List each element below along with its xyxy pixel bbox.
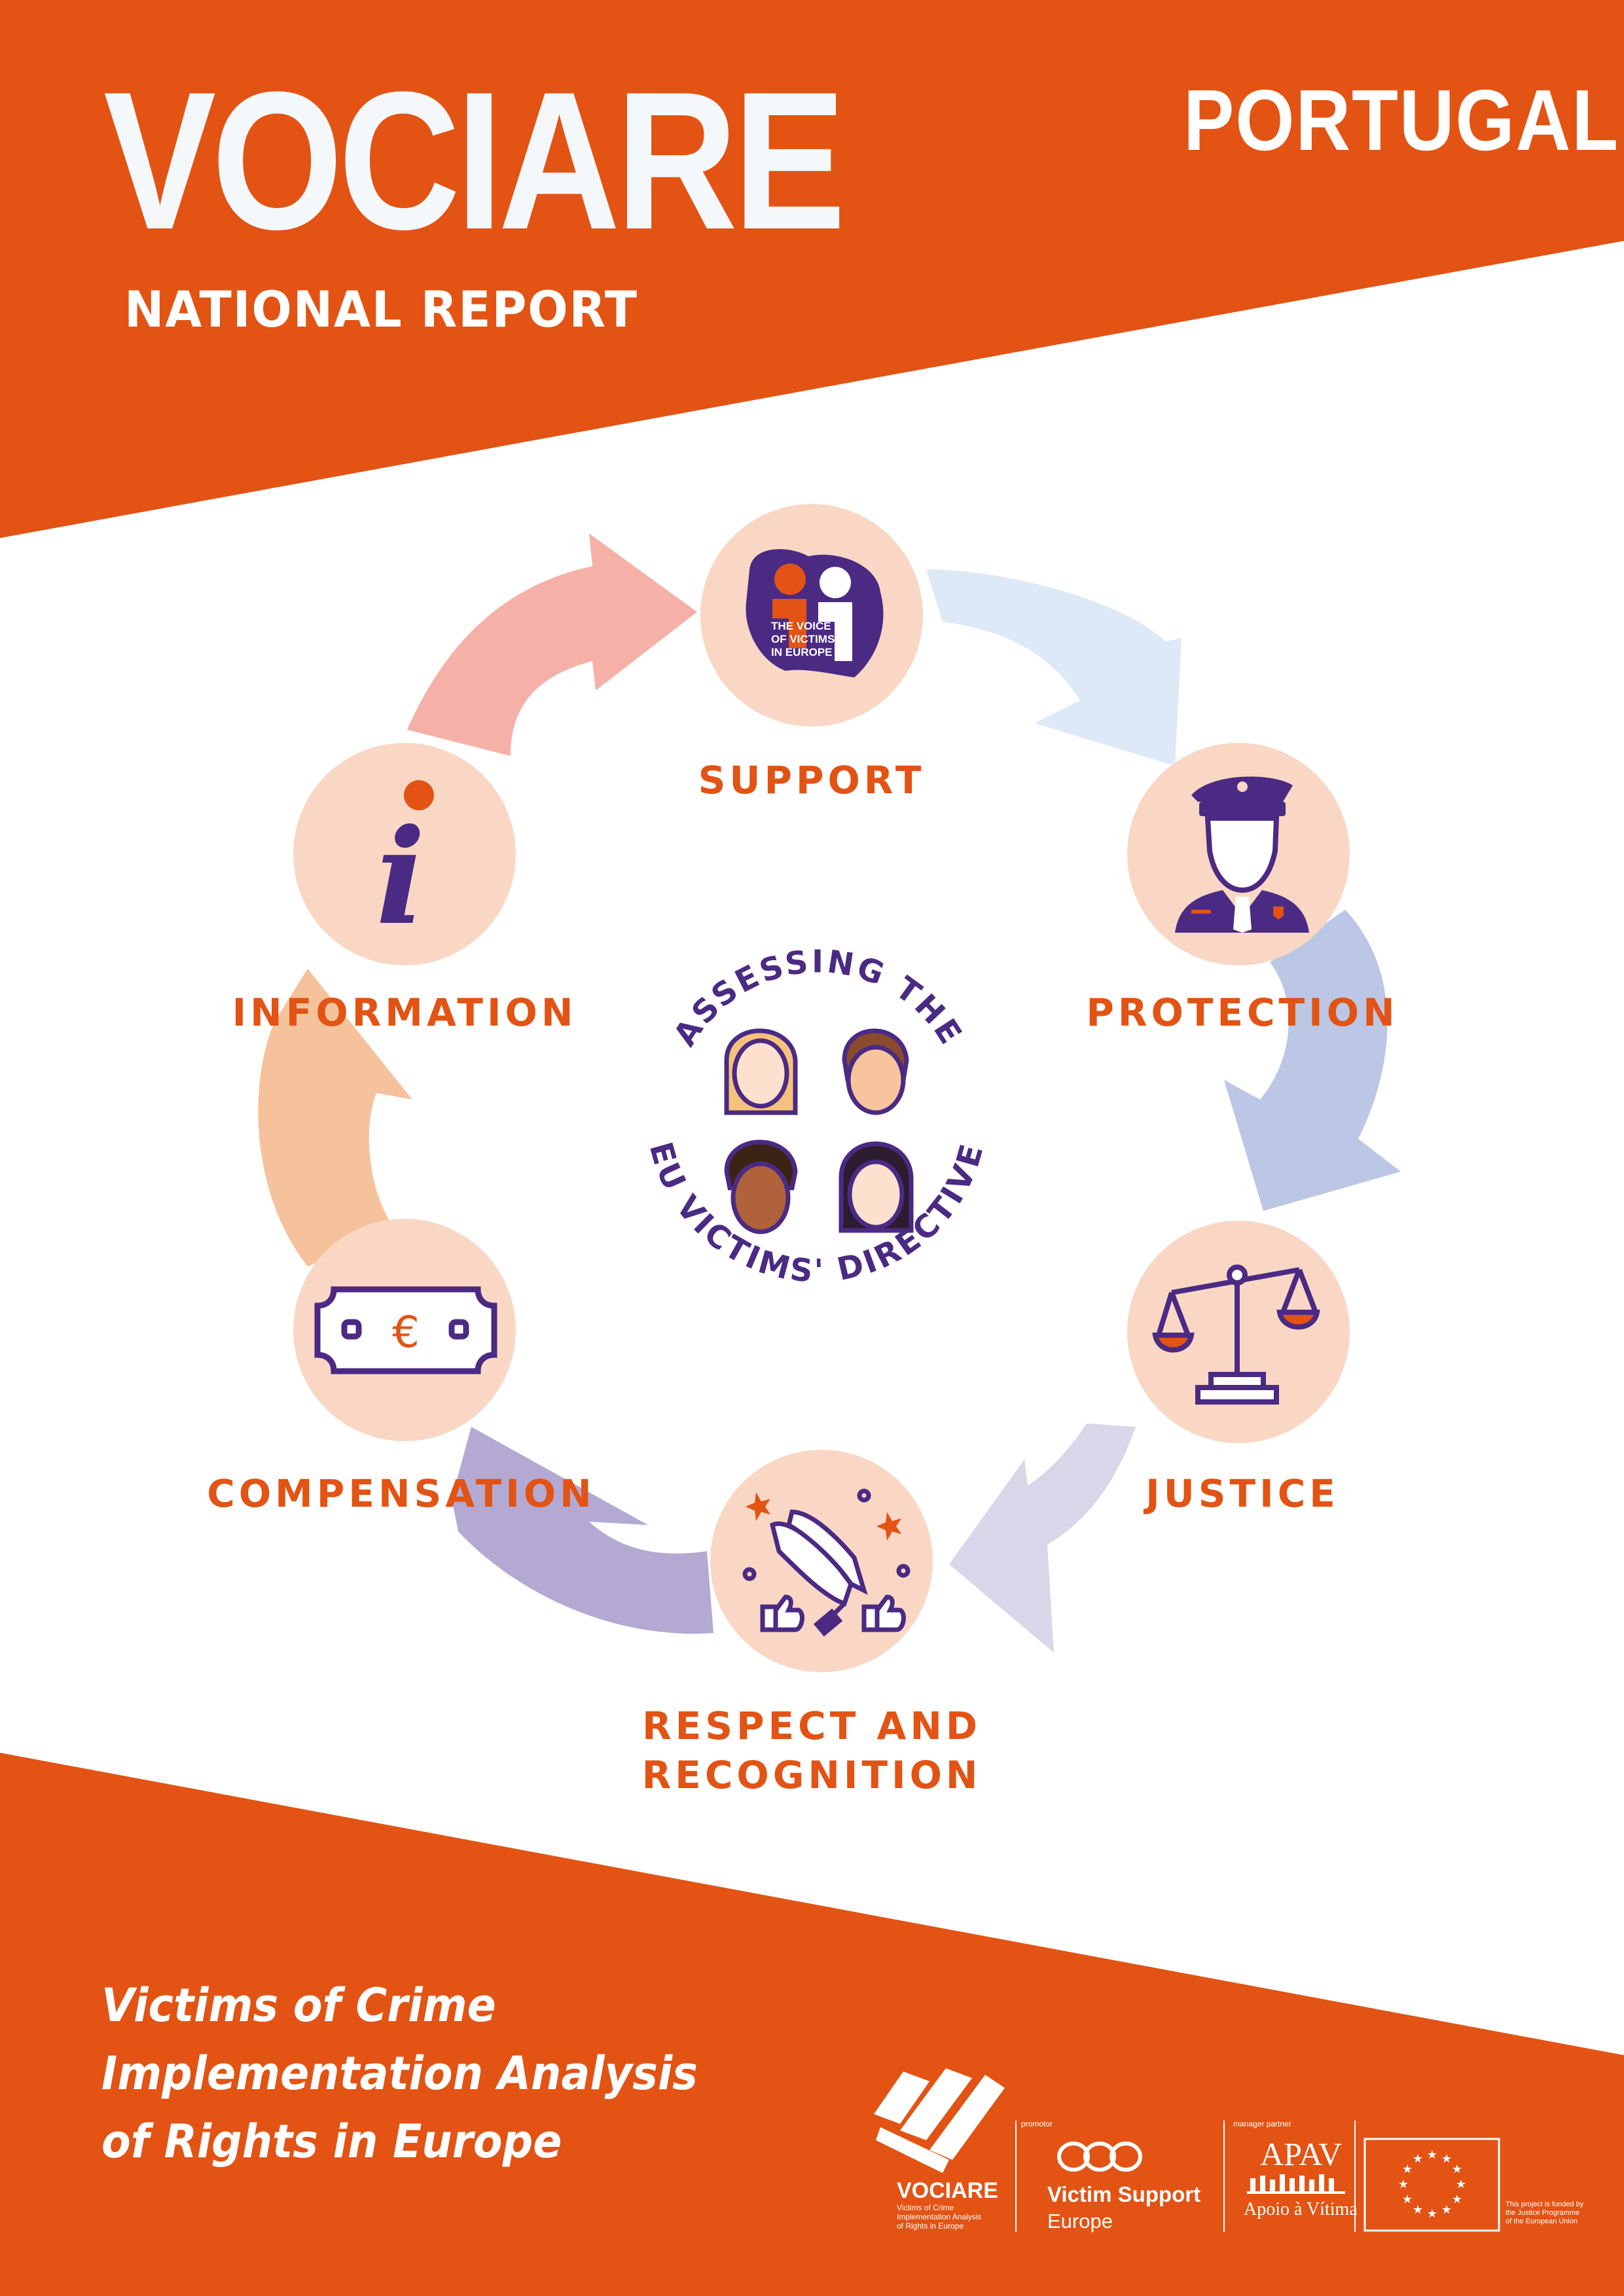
label-justice: JUSTICE (1146, 1471, 1339, 1516)
svg-text:★: ★ (1413, 2152, 1423, 2166)
arrow-respect-to-compensation (452, 1427, 713, 1634)
eu-funding-note: This project is funded by the Justice Pr… (1506, 2200, 1583, 2226)
logo-text-line3: IN EUROPE (771, 646, 833, 658)
svg-text:★: ★ (1441, 2203, 1452, 2217)
vociare-sub-2: Implementation Analysis (897, 2212, 982, 2221)
label-respect-line2: RECOGNITION (641, 1753, 982, 1798)
eu-note-3: of the European Union (1506, 2217, 1578, 2225)
arrow-protection-to-justice (1224, 910, 1401, 1211)
promotor-label: promotor (1021, 2119, 1053, 2128)
information-icon: i (376, 780, 434, 954)
label-information: INFORMATION (232, 990, 577, 1035)
apav-logo-sub: Apoio à Vítima (1244, 2199, 1358, 2219)
svg-text:★: ★ (1427, 2148, 1437, 2162)
vse-logo-line2: Europe (1047, 2210, 1113, 2233)
svg-text:★: ★ (1441, 2152, 1452, 2166)
vse-logo-mark (1057, 2142, 1142, 2172)
report-title: VOCIARE (103, 50, 846, 270)
tagline: Victims of Crime Implementation Analysis… (101, 1971, 698, 2176)
voice-of-victims-logo-icon: THE VOICE OF VICTIMS IN EUROPE (746, 548, 884, 677)
svg-text:★: ★ (1452, 2193, 1462, 2206)
center-badge: ASSESSING THE EU VICTIMS' DIRECTIVE (642, 943, 992, 1290)
label-compensation: COMPENSATION (207, 1471, 596, 1516)
police-officer-icon (1175, 776, 1309, 933)
svg-text:★: ★ (1427, 2207, 1437, 2221)
euro-banknote-icon: € (314, 1286, 497, 1374)
arrow-compensation-to-information (258, 969, 412, 1266)
clapping-hands-icon (742, 1488, 911, 1637)
vociare-logo-sub: Victims of Crime Implementation Analysis… (897, 2203, 981, 2231)
logo-text-line1: THE VOICE (771, 620, 831, 632)
badge-top-text: ASSESSING THE (666, 943, 970, 1052)
logo-text-line2: OF VICTIMS (771, 633, 835, 645)
apav-figures-mark (1247, 2174, 1345, 2194)
svg-text:★: ★ (1402, 2162, 1413, 2176)
eu-note-1: This project is funded by (1506, 2200, 1584, 2208)
vociare-sub-3: of Rights in Europe (897, 2221, 964, 2231)
faces-icon (724, 1028, 914, 1234)
svg-text:€: € (392, 1307, 420, 1357)
country-name: PORTUGAL (1183, 72, 1619, 168)
label-support: SUPPORT (698, 758, 926, 802)
label-protection: PROTECTION (1086, 990, 1399, 1035)
eu-flag-icon: ★★★ ★★★ ★★★ ★★★ (1363, 2138, 1500, 2232)
vociare-logo-name: VOCIARE (897, 2178, 998, 2203)
scales-icon (1152, 1265, 1320, 1405)
svg-text:★: ★ (1398, 2178, 1409, 2191)
report-type: NATIONAL REPORT (124, 280, 638, 338)
tagline-line1: Victims of Crime (101, 1979, 496, 2032)
top-orange-band (0, 0, 1624, 538)
badge-bottom-text: EU VICTIMS' DIRECTIVE (642, 1138, 992, 1290)
svg-text:★: ★ (1402, 2193, 1413, 2206)
svg-text:★: ★ (1413, 2203, 1423, 2217)
svg-text:★: ★ (1456, 2178, 1466, 2191)
apav-logo-name: APAV (1260, 2136, 1343, 2172)
arrow-support-to-protection (926, 569, 1182, 766)
vociare-sub-1: Victims of Crime (897, 2203, 954, 2212)
eu-note-2: the Justice Programme (1506, 2209, 1580, 2217)
arrow-justice-to-respect (949, 1424, 1136, 1653)
manager-label: manager partner (1233, 2119, 1291, 2128)
label-respect-line1: RESPECT AND (641, 1704, 982, 1748)
arrow-information-to-support (407, 533, 697, 756)
tagline-line2: Implementation Analysis (101, 2047, 698, 2100)
svg-text:★: ★ (1452, 2162, 1462, 2176)
vociare-logo-mark (874, 2068, 1005, 2173)
label-respect: RESPECT AND RECOGNITION (642, 1702, 982, 1801)
tagline-line3: of Rights in Europe (101, 2115, 562, 2168)
vse-logo-line1: Victim Support (1047, 2182, 1201, 2206)
information-circle (293, 743, 516, 965)
svg-text:i: i (376, 800, 425, 954)
bottom-orange-band (0, 1753, 1624, 2296)
